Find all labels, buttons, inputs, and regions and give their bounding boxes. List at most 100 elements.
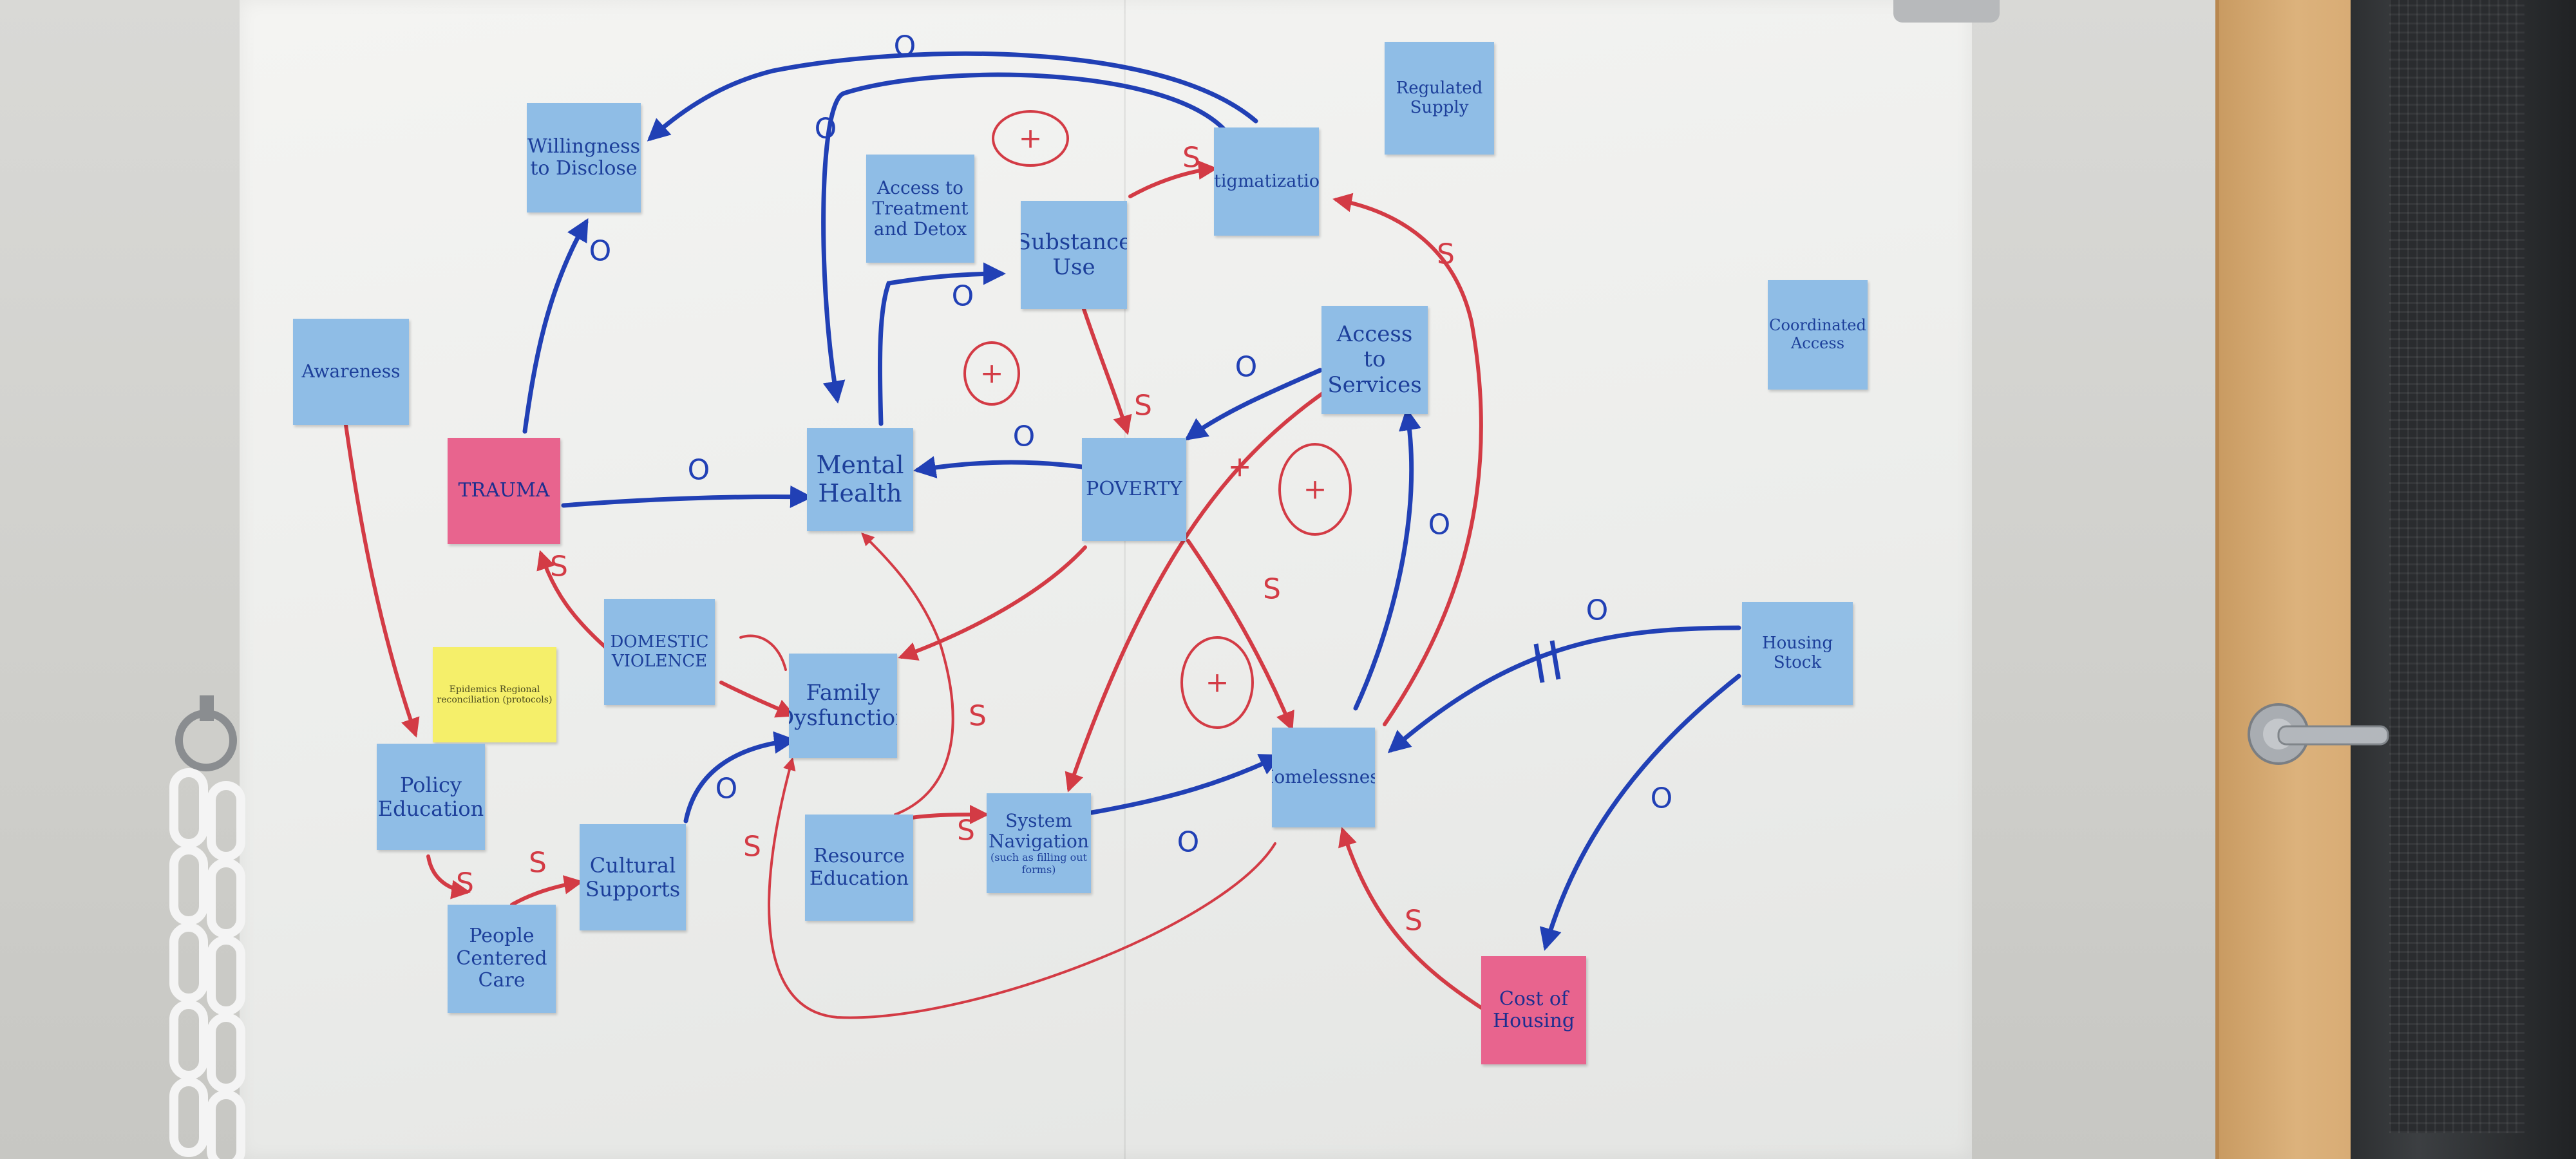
note-label: POVERTY (1086, 477, 1182, 500)
note-label: Cultural Supports (585, 853, 681, 901)
edge-label-plus: + (1227, 450, 1252, 484)
edge-label-s: S (1405, 904, 1423, 938)
edge-poverty-homelessness (1186, 539, 1294, 731)
note-awareness: Awareness (293, 319, 409, 425)
edge-homelessness-access-services (1353, 408, 1421, 711)
edge-label-o: O (589, 234, 612, 268)
edge-label-s: S (957, 814, 975, 847)
note-label: Stigmatization (1214, 171, 1319, 192)
note-housing-stock: Housing Stock (1742, 602, 1853, 705)
edge-label-o: O (1012, 420, 1036, 453)
edge-label-o: O (951, 279, 974, 313)
note-label: Policy Education (377, 772, 484, 821)
edge-substance-use-poverty (1082, 307, 1132, 435)
edge-label-s: S (1437, 238, 1455, 271)
edge-resource-system-nav (909, 805, 989, 825)
edge-cost-homelessness (1338, 827, 1483, 1010)
note-substance-use: Substance Use (1021, 201, 1127, 309)
edge-poverty-family (898, 545, 1087, 661)
note-label: System Navigation (989, 809, 1089, 853)
edge-label-s: S (550, 550, 568, 583)
edge-label-s: S (456, 867, 474, 900)
edge-stigmatization-willingness (647, 51, 1258, 142)
door-window (2389, 0, 2524, 1133)
loop-label-plus: + (1018, 122, 1043, 155)
edge-cultural-family (683, 731, 797, 824)
note-system-navigation: System Navigation (such as filling out f… (987, 793, 1091, 893)
edge-trauma-mental-health (561, 485, 813, 509)
note-label: TRAUMA (458, 479, 550, 502)
edge-stigmatization-mental-health (821, 72, 1226, 404)
note-access-to-services: Access to Services (1321, 306, 1428, 414)
edge-label-s: S (1263, 572, 1281, 606)
loop-marker-1 (992, 110, 1069, 167)
edge-label-s: S (743, 830, 761, 863)
edge-housing-stock-cost (1539, 674, 1741, 951)
edge-label-o: O (1428, 508, 1451, 542)
note-cultural-supports: Cultural Supports (580, 824, 686, 930)
note-coordinated-access: Coordinated Access (1768, 280, 1868, 390)
edge-resource-mental-health (861, 532, 954, 816)
loop-marker-3 (1278, 443, 1352, 536)
edge-label-s: S (529, 846, 547, 880)
whiteboard-seam (1124, 0, 1126, 1159)
note-label: Resource Education (809, 845, 909, 890)
edge-label-s: S (1134, 389, 1152, 422)
note-yellow-sticky: Epidemics Regional reconciliation (proto… (433, 647, 556, 742)
note-label: Regulated Supply (1396, 78, 1483, 117)
whiteboard-hanger (1893, 0, 2000, 23)
note-trauma: TRAUMA (448, 438, 560, 544)
edge-homelessness-family-loop (768, 757, 1276, 1019)
note-label: Access to Services (1327, 321, 1422, 398)
edge-label-o: O (1650, 782, 1673, 815)
edge-access-services-poverty (1184, 368, 1323, 441)
edge-label-o: O (814, 112, 837, 146)
edge-people-care-cultural (510, 875, 583, 907)
note-regulated-supply: Regulated Supply (1385, 42, 1494, 155)
note-label: Housing Stock (1761, 634, 1833, 672)
note-label: Access to Treatment and Detox (872, 176, 969, 240)
delay-mark (1533, 640, 1561, 683)
edge-substance-use-stigmatization (1128, 160, 1218, 198)
loop-label-plus: + (1205, 666, 1229, 699)
edge-family-self-loop (739, 634, 787, 671)
edge-domestic-violence-family (719, 681, 796, 718)
edge-mental-health-substance-use (877, 262, 1006, 426)
note-label: Epidemics Regional reconciliation (proto… (437, 684, 553, 705)
note-family-dysfunction: Family Dysfunction (789, 654, 897, 758)
edge-label-o: O (893, 30, 916, 63)
note-cost-of-housing: Cost of Housing (1481, 956, 1586, 1064)
note-mental-health: Mental Health (807, 428, 913, 531)
note-policy-education: Policy Education (377, 744, 485, 850)
note-label: Homelessness (1272, 766, 1375, 788)
note-resource-education: Resource Education (805, 815, 913, 921)
note-label: Willingness to Disclose (527, 135, 641, 180)
edge-system-navigation-homelessness (1089, 754, 1283, 815)
edge-label-s: S (969, 699, 987, 733)
edge-label-o: O (1177, 825, 1200, 859)
edge-label-o: O (1235, 350, 1258, 384)
edge-label-o: O (687, 453, 710, 487)
note-label: DOMESTIC VIOLENCE (610, 632, 709, 671)
note-willingness-to-disclose: Willingness to Disclose (527, 103, 641, 212)
note-sublabel: (such as filling out forms) (990, 851, 1087, 876)
note-label: Family Dysfunction (789, 679, 897, 731)
loop-marker-2 (963, 341, 1020, 406)
note-label: Substance Use (1021, 229, 1127, 280)
note-label: Mental Health (816, 451, 904, 507)
edge-label-s: S (1182, 141, 1200, 174)
door-handle[interactable] (2240, 695, 2394, 773)
edge-poverty-mental-health (913, 456, 1084, 478)
edge-homelessness-stigmatization (1332, 193, 1483, 726)
loop-marker-4 (1180, 636, 1254, 729)
edge-domestic-violence-trauma (536, 550, 607, 649)
edge-awareness-policy (344, 423, 420, 738)
note-domestic-violence: DOMESTIC VIOLENCE (604, 599, 715, 705)
edge-access-services-system-nav (1065, 391, 1325, 793)
note-people-centered-care: People Centered Care (448, 905, 556, 1013)
note-access-to-treatment: Access to Treatment and Detox (866, 155, 974, 263)
note-label: People Centered Care (456, 925, 547, 992)
loop-label-plus: + (1303, 473, 1327, 506)
note-homelessness: Homelessness (1272, 728, 1375, 827)
